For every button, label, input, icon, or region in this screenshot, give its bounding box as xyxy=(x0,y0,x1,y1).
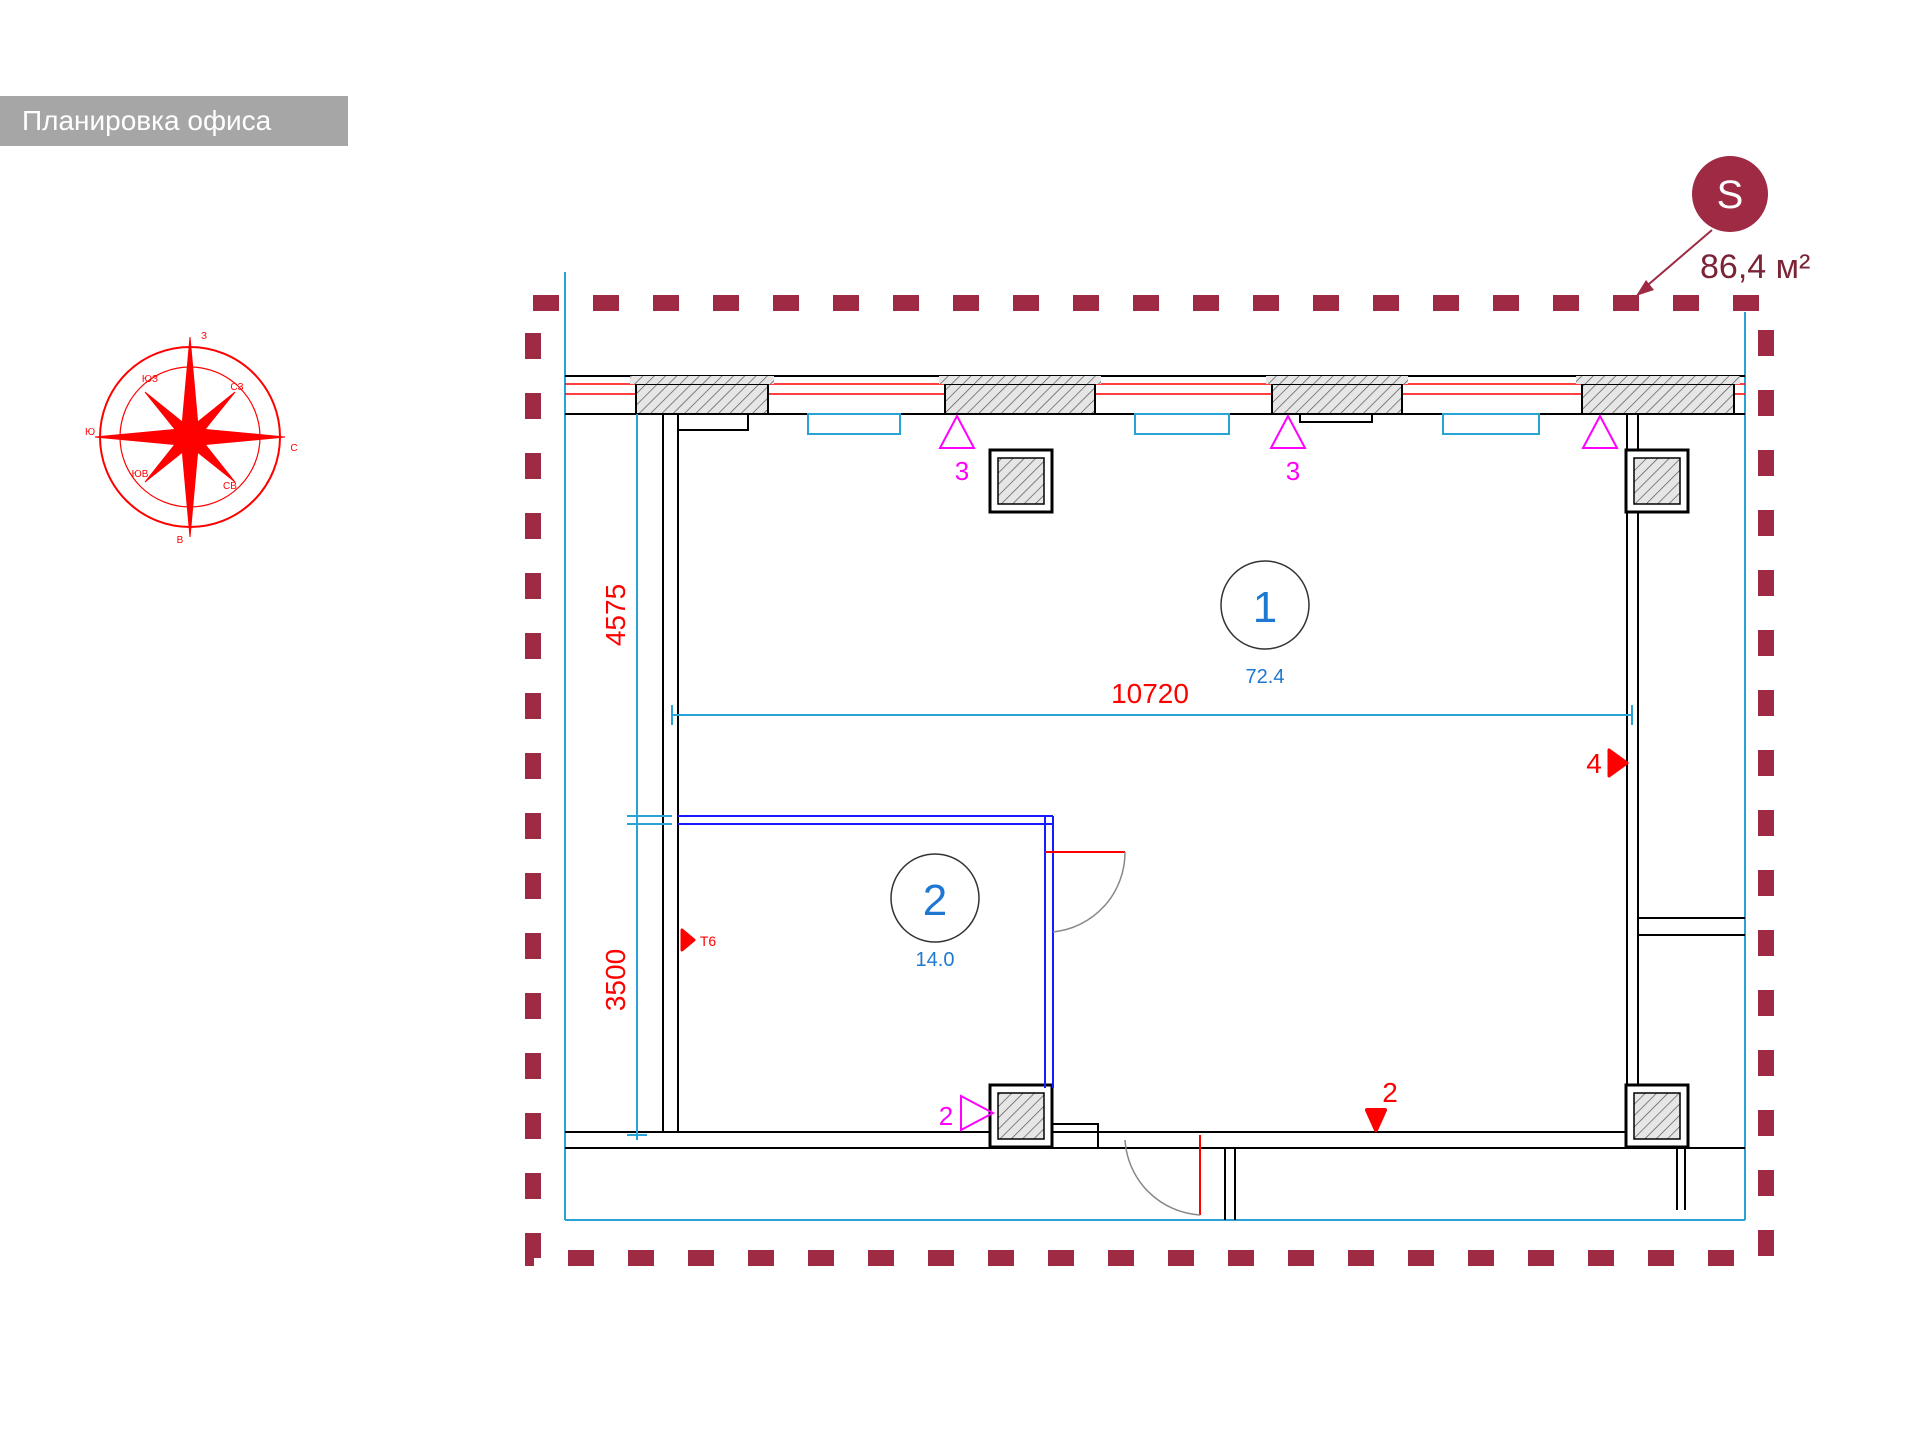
entry-arrow-icon xyxy=(1365,1108,1387,1132)
height-dimensions: 4575 3500 xyxy=(600,414,672,1140)
window-marker-label: 3 xyxy=(955,456,969,486)
compass-south-label: В xyxy=(177,535,184,546)
west-wall-arrow-icon xyxy=(680,928,696,952)
room-1-area: 72.4 xyxy=(1246,666,1285,688)
east-wall-marker-label: 4 xyxy=(1586,748,1602,779)
page-title: Планировка офиса xyxy=(0,96,348,146)
red-markers: 2 4 Т6 xyxy=(680,748,1629,1132)
column-marker-label: 2 xyxy=(939,1101,953,1131)
lower-height-label: 3500 xyxy=(600,949,631,1011)
area-value: 86,4 м² xyxy=(1700,248,1810,286)
upper-height-label: 4575 xyxy=(600,584,631,646)
window-marker-triangle-icon xyxy=(1581,413,1619,449)
compass-west-label: Ю xyxy=(85,427,95,438)
building-outline xyxy=(564,272,1746,1221)
room-1-number: 1 xyxy=(1253,583,1277,632)
radiators xyxy=(807,413,1540,435)
room-2-label: 2 14.0 xyxy=(890,853,980,971)
compass-north-label: З xyxy=(201,331,207,342)
lease-boundary xyxy=(525,295,1774,1266)
room-2-area: 14.0 xyxy=(916,949,955,971)
compass-se-label: СВ xyxy=(223,481,237,492)
entry-marker-label: 2 xyxy=(1382,1077,1398,1108)
window-marker-label: 3 xyxy=(1286,456,1300,486)
compass-sw-label: ЮВ xyxy=(132,469,149,480)
entrance-door xyxy=(1124,1135,1201,1216)
facade-wall xyxy=(565,375,1745,415)
window-marker-triangle-icon xyxy=(1269,413,1307,449)
walls xyxy=(565,414,1745,1220)
room-1-label: 1 72.4 xyxy=(1220,560,1310,688)
window-marker-triangle-icon xyxy=(938,413,976,449)
compass-ne-label: СЗ xyxy=(230,382,243,393)
area-badge: S 86,4 м² xyxy=(1636,156,1810,296)
west-wall-marker-label: Т6 xyxy=(700,933,717,949)
compass-nw-label: ЮЗ xyxy=(142,374,158,385)
columns xyxy=(988,448,1690,1149)
compass-east-label: С xyxy=(290,443,297,454)
room-2-door xyxy=(1045,851,1126,933)
room-2-number: 2 xyxy=(923,876,947,925)
column-marker-triangle-icon xyxy=(960,1094,996,1132)
area-arrow xyxy=(1641,229,1713,291)
compass-rose-icon: З В С Ю СЗ ЮЗ СВ ЮВ xyxy=(85,331,298,546)
width-dimension-label: 10720 xyxy=(1111,678,1189,709)
east-wall-arrow-icon xyxy=(1607,748,1629,778)
area-badge-letter: S xyxy=(1717,173,1744,217)
glass-partition xyxy=(678,815,1054,1088)
window-markers xyxy=(938,413,1619,1132)
width-dimension: 10720 xyxy=(671,678,1633,725)
